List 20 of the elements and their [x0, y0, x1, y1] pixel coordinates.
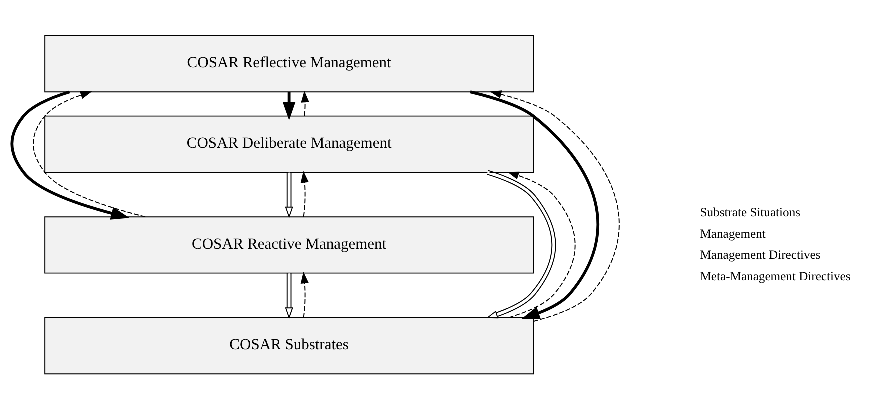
node-box: COSAR Substrates — [44, 317, 534, 375]
arrow — [507, 172, 576, 318]
arrow — [301, 90, 310, 117]
arrow — [300, 171, 309, 218]
legend-label: Substrate Situations — [700, 206, 801, 220]
arrow — [285, 272, 294, 320]
arrow — [33, 91, 146, 218]
legend-label: Meta-Management Directives — [700, 270, 851, 284]
node-box: COSAR Reflective Management — [44, 35, 534, 93]
arrow — [285, 172, 294, 219]
node-box: COSAR Deliberate Management — [44, 116, 534, 174]
node-box: COSAR Reactive Management — [44, 216, 534, 274]
arrow — [10, 90, 130, 220]
arrow — [486, 170, 556, 319]
legend-label: Management — [700, 226, 766, 241]
arrow — [300, 272, 309, 318]
legend-label: Management Directives — [700, 248, 821, 262]
arrow — [490, 90, 620, 322]
arrow — [282, 92, 296, 121]
arrow — [470, 90, 600, 320]
